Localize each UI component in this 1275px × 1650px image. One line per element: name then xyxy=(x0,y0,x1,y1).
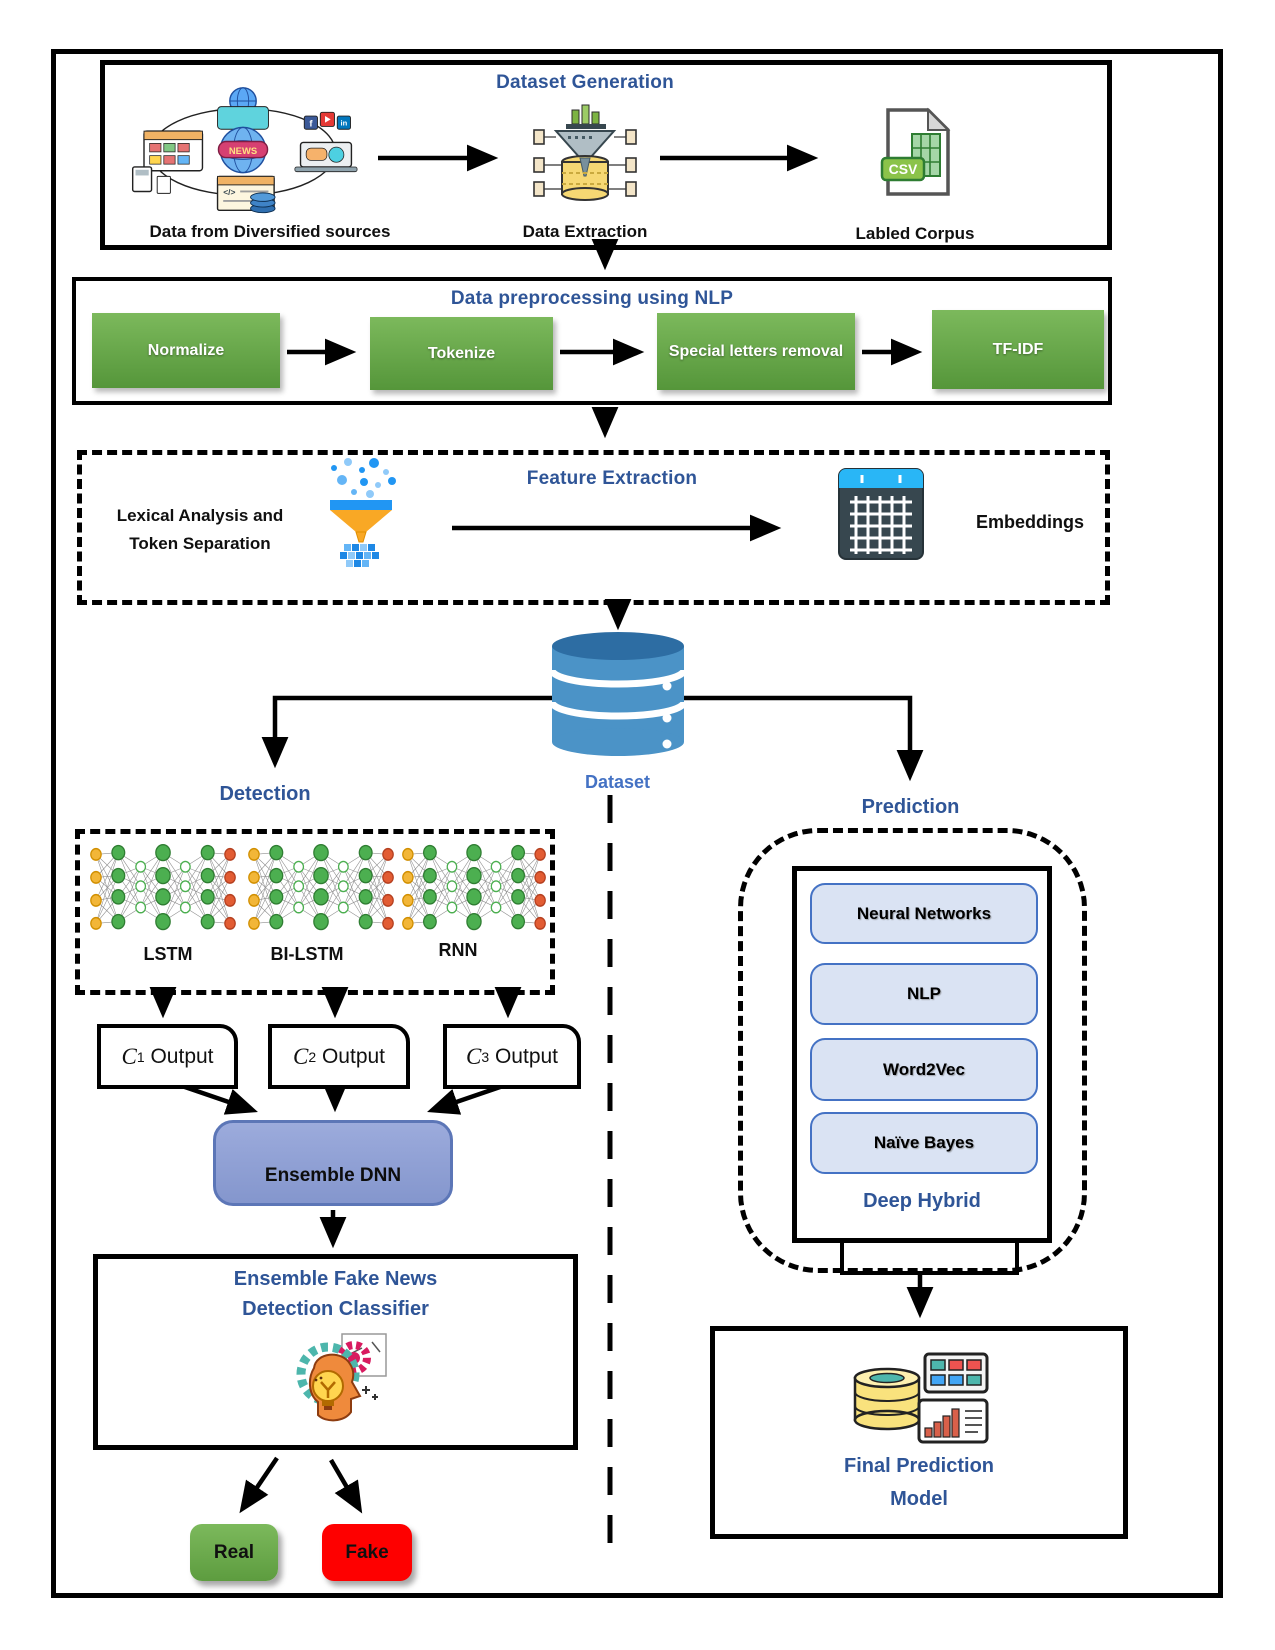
diversified-sources-icon: NEWS f in </> xyxy=(131,87,358,214)
prediction-title: Prediction xyxy=(861,796,960,818)
model-label-bilstm: BI-LSTM xyxy=(270,944,344,964)
model-label-rnn: RNN xyxy=(438,940,478,960)
final-model-icon xyxy=(853,1352,989,1444)
extraction-label: Data Extraction xyxy=(522,222,648,241)
final-prediction-line2: Model xyxy=(890,1488,948,1510)
preprocessing-box xyxy=(72,277,1112,405)
final-prediction-line1: Final Prediction xyxy=(843,1455,995,1477)
deep-hybrid-label: Deep Hybrid xyxy=(863,1190,981,1212)
svg-text:in: in xyxy=(341,118,348,127)
outer-border xyxy=(51,49,1223,1598)
classifier-brain-icon xyxy=(296,1333,387,1422)
real-result-box: Real xyxy=(190,1524,278,1581)
csv-file-icon: CSV xyxy=(880,107,951,196)
preprocessing-title: Data preprocessing using NLP xyxy=(450,288,734,309)
lexical-line2: Token Separation xyxy=(129,534,271,553)
arrow-dataset-to-prediction xyxy=(618,695,924,782)
dataset-label: Dataset xyxy=(584,772,651,792)
svg-text:</>: </> xyxy=(223,187,235,197)
classifier-title-line1: Ensemble Fake News xyxy=(233,1268,438,1290)
method-word2vec: Word2Vec xyxy=(810,1038,1038,1101)
c1-symbol: C xyxy=(121,1043,137,1069)
corpus-label: Labled Corpus xyxy=(855,224,975,243)
detection-title: Detection xyxy=(219,783,311,805)
method-nlp: NLP xyxy=(810,963,1038,1025)
embeddings-label: Embeddings xyxy=(975,512,1084,532)
c3-symbol: C xyxy=(465,1043,482,1069)
arrow-classifier-to-fake xyxy=(329,1458,363,1514)
feature-extraction-box xyxy=(77,450,1110,605)
model-label-lstm: LSTM xyxy=(143,944,193,964)
c3-subscript: 3 xyxy=(481,1048,490,1065)
news-globe-text: NEWS xyxy=(229,145,257,156)
arrow-c3-to-dnn xyxy=(427,1083,504,1115)
lstm-network-graphic xyxy=(90,843,236,931)
classifier-title-line2: Detection Classifier xyxy=(242,1298,429,1320)
c1-subscript: 1 xyxy=(136,1048,145,1065)
step-tokenize: Tokenize xyxy=(370,317,553,390)
c2-subscript: 2 xyxy=(308,1048,317,1065)
svg-text:f: f xyxy=(309,117,313,128)
data-extraction-icon xyxy=(533,104,637,201)
detection-models-box xyxy=(75,829,555,995)
sources-label: Data from Diversified sources xyxy=(149,222,391,241)
csv-badge-text: CSV xyxy=(889,161,918,177)
step-normalize: Normalize xyxy=(92,313,280,388)
prediction-dashed-box xyxy=(738,828,1087,1273)
bilstm-network-graphic xyxy=(248,843,394,931)
step-special-letters: Special letters removal xyxy=(657,313,855,390)
c3-label: Output xyxy=(494,1044,559,1068)
classifier-box xyxy=(93,1254,578,1450)
arrow-dataset-to-detection xyxy=(261,695,618,769)
method-neural-networks: Neural Networks xyxy=(810,883,1038,944)
rnn-network-graphic xyxy=(402,843,546,931)
final-prediction-box xyxy=(710,1326,1128,1539)
fake-result-box: Fake xyxy=(322,1524,412,1581)
dataset-generation-title: Dataset Generation xyxy=(496,72,674,93)
step-tfidf: TF-IDF xyxy=(932,310,1104,389)
token-funnel-icon xyxy=(330,458,396,567)
dataset-generation-box xyxy=(100,60,1112,250)
lexical-line1: Lexical Analysis and xyxy=(116,506,284,525)
method-naive-bayes: Naïve Bayes xyxy=(810,1112,1038,1174)
dataset-db-icon xyxy=(549,632,687,756)
ensemble-dnn-box: Ensemble DNN xyxy=(213,1120,453,1206)
lexical-analysis-label: Lexical Analysis and Token Separation xyxy=(95,502,305,558)
arrow-classifier-to-real xyxy=(239,1456,279,1514)
embeddings-grid-icon xyxy=(838,468,924,560)
c1-label: Output xyxy=(150,1044,214,1068)
c2-symbol: C xyxy=(292,1043,309,1069)
arrow-c1-to-dnn xyxy=(181,1083,258,1115)
c2-label: Output xyxy=(321,1044,386,1068)
feature-extraction-title: Feature Extraction xyxy=(526,468,698,489)
